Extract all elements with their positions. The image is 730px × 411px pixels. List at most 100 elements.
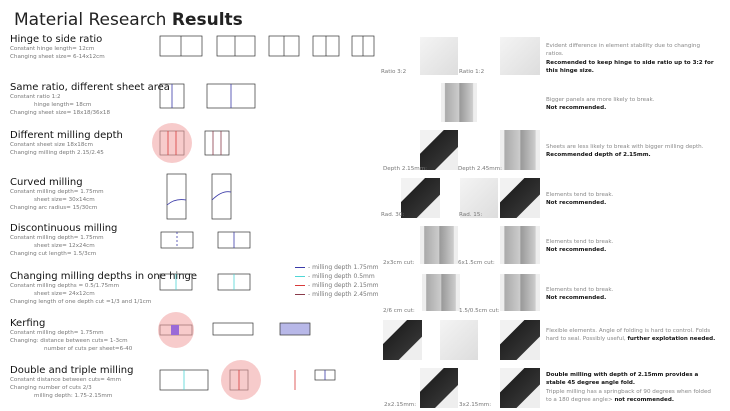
section-line: Constant distance between cuts= 4mm — [10, 377, 122, 383]
result-conclusion: Double milling with depth of 2.15mm prov… — [546, 372, 699, 387]
legend-label: - milling depth 0.5mm — [308, 273, 375, 280]
milling-depth-legend: - milling depth 1.75mm - milling depth 0… — [295, 263, 379, 299]
section-line: Changing sheet size= 18x18/36x18 — [10, 110, 111, 116]
section-heading: Kerfing — [10, 318, 46, 329]
section-heading: Double and triple milling — [10, 365, 134, 376]
section-heading: Hinge to side ratio — [10, 34, 103, 45]
section-line: sheet size= 12x24cm — [34, 243, 95, 249]
photo-broken-panels — [441, 83, 477, 122]
photo-label: 6x1.5cm cut: — [458, 260, 495, 266]
photo-label: Depth 2.15mm: — [383, 166, 428, 172]
legend-item: - milling depth 0.5mm — [295, 272, 379, 281]
result-same-ratio: Bigger panels are more likely to break. N… — [546, 96, 716, 113]
legend-item: - milling depth 2.45mm — [295, 290, 379, 299]
photo-label: 3x2.15mm: — [459, 402, 492, 408]
section-line: Changing: distance between cuts= 1-3cm — [10, 338, 128, 344]
result-text: Evident difference in element stability … — [546, 43, 701, 58]
section-line: Constant milling depths = 0.5/1.75mm — [10, 283, 120, 289]
legend-item: - milling depth 2.15mm — [295, 281, 379, 290]
section-line: Constant milling depth= 1.75mm — [10, 330, 104, 336]
highlight-circles — [152, 123, 261, 400]
photo-label: 2/6 cm cut: — [383, 308, 415, 314]
section-line: Changing length of one depth cut =1/3 an… — [10, 299, 152, 305]
result-text: Flexible elements. Angle of folding is h… — [546, 328, 711, 343]
result-conclusion: further explotation needed. — [627, 336, 716, 343]
section-line: hinge length= 18cm — [34, 102, 92, 108]
photo-kerf-3 — [500, 320, 540, 360]
section-heading: Changing milling depths in one hinge — [10, 271, 198, 282]
photo-ratio-1-2 — [500, 37, 540, 75]
result-double-triple: Double milling with depth of 2.15mm prov… — [546, 371, 716, 404]
result-kerfing: Flexible elements. Angle of folding is h… — [546, 327, 716, 344]
legend-label: - milling depth 1.75mm — [308, 264, 379, 271]
result-conclusion: Not recommended. — [546, 200, 607, 207]
section-line: Changing cut length= 1.5/3cm — [10, 251, 97, 257]
photo-cut-2x3 — [420, 226, 458, 264]
section-heading: Same ratio, different sheet area — [10, 82, 170, 93]
result-conclusion: Not recommended. — [546, 105, 607, 112]
legend-label: - milling depth 2.15mm — [308, 282, 379, 289]
section-line: sheet size= 30x14cm — [34, 197, 95, 203]
photo-rad-15-a — [460, 178, 498, 218]
result-conclusion: Not recommended. — [546, 295, 607, 302]
result-text: Elements tend to break. — [546, 239, 614, 245]
photo-double-milling — [420, 368, 458, 408]
section-heading: Different milling depth — [10, 130, 123, 141]
page-title: Material Research Results — [14, 10, 243, 30]
section-line: Changing milling depth 2.15/2.45 — [10, 150, 104, 156]
section-line: number of cuts per sheet=6-40 — [44, 346, 133, 352]
photo-depth-2-45 — [500, 130, 540, 170]
photo-depth-2-15 — [420, 130, 458, 170]
section-line: Changing arc radius= 15/30cm — [10, 205, 98, 211]
result-conclusion: Not recommended. — [546, 247, 607, 254]
result-depths-one-hinge: Elements tend to break. Not recommended. — [546, 286, 716, 303]
result-milling-depth: Sheets are less likely to break with big… — [546, 143, 716, 160]
section-heading: Discontinuous milling — [10, 223, 118, 234]
photo-label: 1.5/0.5cm cut: — [459, 308, 500, 314]
photo-label: Ratio 3:2 — [381, 69, 407, 75]
result-text: Bigger panels are more likely to break. — [546, 97, 655, 103]
photo-kerf-2 — [440, 320, 478, 360]
section-line: milling depth: 1.75-2.15mm — [34, 393, 113, 399]
photo-cut-2-6 — [422, 274, 460, 311]
photo-triple-milling — [500, 368, 540, 408]
technical-drawings — [152, 35, 375, 400]
photo-label: 2x3cm cut: — [383, 260, 415, 266]
result-text: Elements tend to break. — [546, 192, 614, 198]
result-text: Elements tend to break. — [546, 287, 614, 293]
photo-rad-15-b — [500, 178, 540, 218]
result-hinge-ratio: Evident difference in element stability … — [546, 42, 716, 75]
result-conclusion: Recomended to keep hinge to side ratio u… — [546, 59, 714, 74]
photo-label: Rad. 15: — [459, 212, 483, 218]
photo-cut-1-5-0-5 — [500, 274, 540, 311]
section-line: sheet size= 24x12cm — [34, 291, 95, 297]
section-line: Changing number of cuts 2/3 — [10, 385, 92, 391]
section-line: Changing sheet size= 6-14x12cm — [10, 54, 105, 60]
legend-label: - milling depth 2.45mm — [308, 291, 379, 298]
result-text: Tripple milling has a springback of 90 d… — [546, 388, 711, 403]
result-discontinuous: Elements tend to break. Not recommended. — [546, 238, 716, 255]
photo-label: 2x2.15mm: — [384, 402, 417, 408]
title-bold: Results — [171, 10, 243, 30]
result-text: Sheets are less likely to break with big… — [546, 144, 704, 150]
result-curved: Elements tend to break. Not recommended. — [546, 191, 716, 208]
result-conclusion-2: not recommended. — [614, 396, 674, 403]
section-line: Constant milling depth= 1.75mm — [10, 235, 104, 241]
photo-label: Depth 2.45mm: — [458, 166, 503, 172]
section-line: Constant sheet size 18x18cm — [10, 142, 93, 148]
photo-kerf-1 — [383, 320, 422, 360]
photo-rad-30 — [401, 178, 440, 218]
photo-label: Ratio 1:2 — [459, 69, 485, 75]
photo-label: Rad. 30: — [381, 212, 405, 218]
section-line: Constant milling depth= 1.75mm — [10, 189, 104, 195]
photo-ratio-3-2 — [420, 37, 458, 75]
section-line: Constant ratio 1:2 — [10, 94, 61, 100]
